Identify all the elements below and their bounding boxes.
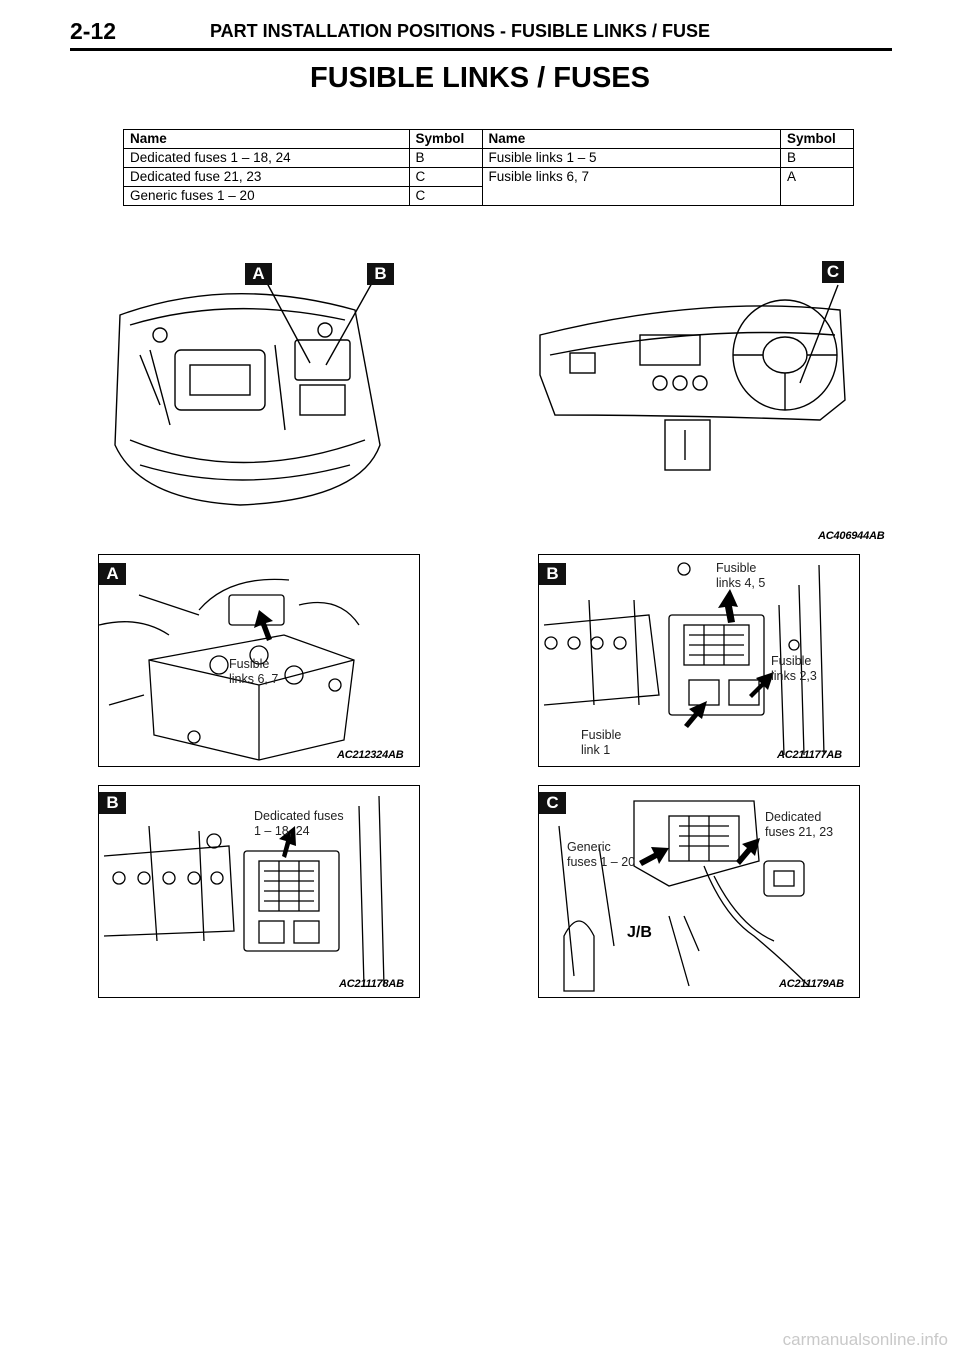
table-cell: Generic fuses 1 – 20 bbox=[123, 186, 410, 206]
table-row: Dedicated fuses 1 – 18, 24 B Fusible lin… bbox=[123, 148, 854, 168]
panel-c-code: AC211179AB bbox=[779, 978, 844, 990]
fuse-box-illustration bbox=[103, 795, 385, 987]
table-cell: C bbox=[408, 167, 483, 187]
junction-block-label: J/B bbox=[627, 924, 652, 941]
panel-b-badge: B bbox=[539, 563, 566, 585]
relay-box-illustration bbox=[543, 562, 825, 756]
page-title: FUSIBLE LINKS / FUSES bbox=[310, 62, 650, 94]
overview-figure: A B C AC406944AB bbox=[100, 255, 895, 545]
column-header: Symbol bbox=[780, 129, 854, 149]
column-header: Name bbox=[123, 129, 410, 149]
table-cell: Dedicated fuse 21, 23 bbox=[123, 167, 410, 187]
table-cell: Dedicated fuses 1 – 18, 24 bbox=[123, 148, 410, 168]
figure-code: AC406944AB bbox=[818, 530, 885, 542]
panel-b-code: AC211178AB bbox=[339, 978, 404, 990]
panel-b-badge: B bbox=[99, 792, 126, 814]
table-cell: B bbox=[408, 148, 483, 168]
junction-block-illustration bbox=[558, 800, 810, 992]
battery-illustration bbox=[99, 578, 360, 761]
table-header-row: Name Symbol Name Symbol bbox=[123, 129, 854, 149]
panel-a-badge: A bbox=[99, 563, 126, 585]
marker-c: C bbox=[822, 261, 844, 283]
marker-b: B bbox=[367, 263, 394, 285]
footer-watermark: carmanualsonline.info bbox=[782, 1330, 948, 1349]
table-cell: Fusible links 6, 7 bbox=[481, 167, 782, 206]
table-cell: Fusible links 1 – 5 bbox=[481, 148, 782, 168]
table-cell: A bbox=[780, 167, 854, 206]
panel-c-badge: C bbox=[539, 792, 566, 814]
table-cell: C bbox=[408, 186, 483, 206]
marker-a: A bbox=[245, 263, 272, 285]
page-number: 2-12 bbox=[70, 18, 117, 44]
table-row: Generic fuses 1 – 20 C bbox=[123, 186, 854, 206]
page-header: 2-12 PART INSTALLATION POSITIONS - FUSIB… bbox=[70, 18, 892, 51]
section-title: PART INSTALLATION POSITIONS - FUSIBLE LI… bbox=[210, 21, 711, 41]
table-row: Dedicated fuse 21, 23 C Fusible links 6,… bbox=[123, 167, 854, 206]
column-header: Name bbox=[481, 129, 782, 149]
table-cell: B bbox=[780, 148, 854, 168]
overview-illustration bbox=[114, 282, 846, 506]
column-header: Symbol bbox=[408, 129, 483, 149]
panel-a-code: AC212324AB bbox=[337, 749, 404, 761]
legend-table: Name Symbol Name Symbol Dedicated fuses … bbox=[123, 129, 854, 206]
panel-b-code: AC211177AB bbox=[777, 749, 842, 761]
